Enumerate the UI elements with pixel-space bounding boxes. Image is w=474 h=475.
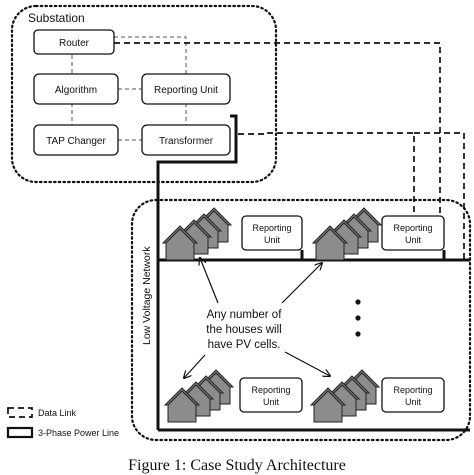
data-link-right-side	[414, 132, 465, 262]
router-label: Router	[59, 38, 90, 49]
house-cluster-bottom-left	[165, 370, 233, 422]
reporting-unit-top-right-box	[381, 215, 445, 251]
figure-caption: Figure 1: Case Study Architecture	[128, 457, 346, 474]
network-label: Low Voltage Network	[141, 246, 153, 345]
reporting-unit-box	[141, 73, 231, 105]
annotation-line-3: have PV cells.	[208, 339, 281, 351]
reporting-unit-top-right-line1: Reporting	[393, 223, 432, 233]
reporting-unit-bottom-right-box	[381, 377, 445, 413]
ellipsis-dot-3	[355, 331, 361, 337]
reporting-unit-bottom-left-line2: Unit	[263, 397, 280, 407]
house-cluster-bottom-right	[311, 370, 379, 422]
algorithm-label: Algorithm	[55, 85, 97, 96]
reporting-unit-label: Reporting Unit	[154, 85, 218, 96]
router-box	[33, 29, 115, 55]
reporting-unit-top-left-box	[241, 215, 303, 251]
reporting-unit-bottom-right-line1: Reporting	[393, 385, 432, 395]
arrow-top-right	[281, 263, 322, 304]
link-router-reporting	[114, 36, 187, 74]
annotation-line-1: Any number of	[207, 309, 283, 321]
data-link-router-top-left	[238, 132, 415, 218]
substation-region	[10, 4, 278, 184]
legend-data-link-label: Data Link	[38, 408, 77, 418]
low-voltage-network-region	[130, 198, 472, 442]
reporting-unit-bottom-left-box	[239, 377, 303, 413]
reporting-unit-top-left-line2: Unit	[264, 235, 281, 245]
arrow-top-left	[200, 258, 219, 304]
power-line-transformer-exit	[156, 114, 238, 430]
arrow-bottom-left	[184, 354, 206, 378]
ellipsis-dot-2	[355, 315, 361, 321]
annotation-line-2: the houses will	[206, 324, 281, 336]
substation-label: Substation	[28, 11, 85, 25]
legend-data-link-swatch	[7, 407, 33, 418]
ellipsis-dot-1	[355, 299, 361, 305]
reporting-unit-bottom-right-line2: Unit	[405, 397, 422, 407]
algorithm-box	[33, 73, 119, 105]
house-cluster-top-left	[163, 208, 231, 260]
tap-changer-label: TAP Changer	[46, 136, 106, 147]
arrow-bottom-right	[284, 351, 330, 376]
tap-changer-box	[33, 124, 119, 156]
legend-power-line-swatch	[6, 426, 34, 439]
data-link-router-top-right	[114, 42, 441, 218]
reporting-unit-bottom-left-line1: Reporting	[251, 385, 290, 395]
house-cluster-top-right	[313, 208, 381, 260]
reporting-unit-top-left-line1: Reporting	[252, 223, 291, 233]
transformer-label: Transformer	[159, 136, 214, 147]
legend-power-line-label: 3-Phase Power Line	[38, 428, 119, 438]
reporting-unit-top-right-line2: Unit	[405, 235, 422, 245]
transformer-box	[141, 124, 231, 156]
